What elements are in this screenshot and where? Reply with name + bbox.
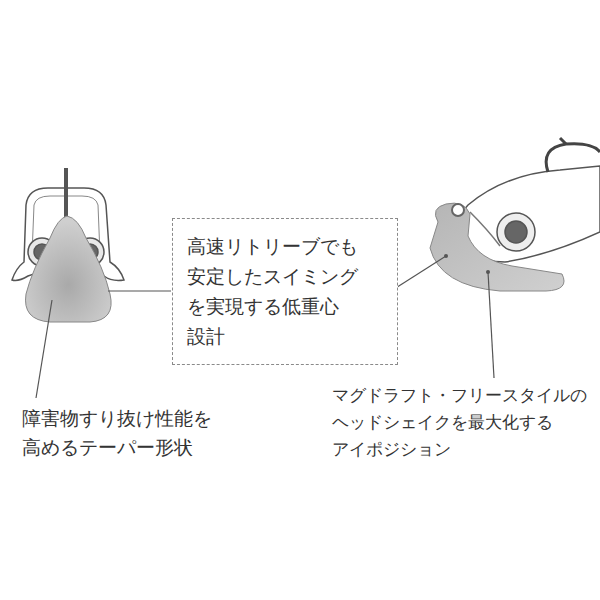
side-view xyxy=(430,138,600,291)
callout-label: 障害物すり抜け性能を 高めるテーパー形状 xyxy=(22,404,262,462)
leader-line xyxy=(391,256,446,291)
leader-line xyxy=(108,290,171,291)
callout-label: マグドラフト・フリースタイルの ヘッドシェイクを最大化する アイポジション xyxy=(332,382,594,463)
dashed-note-box: 高速リトリーブでも 安定したスイミング を実現する低重心 設計 xyxy=(172,218,398,365)
leader-line xyxy=(488,272,494,378)
leader-line xyxy=(36,300,52,398)
note-text: 高速リトリーブでも 安定したスイミング を実現する低重心 設計 xyxy=(187,231,383,351)
front-view xyxy=(12,168,124,322)
